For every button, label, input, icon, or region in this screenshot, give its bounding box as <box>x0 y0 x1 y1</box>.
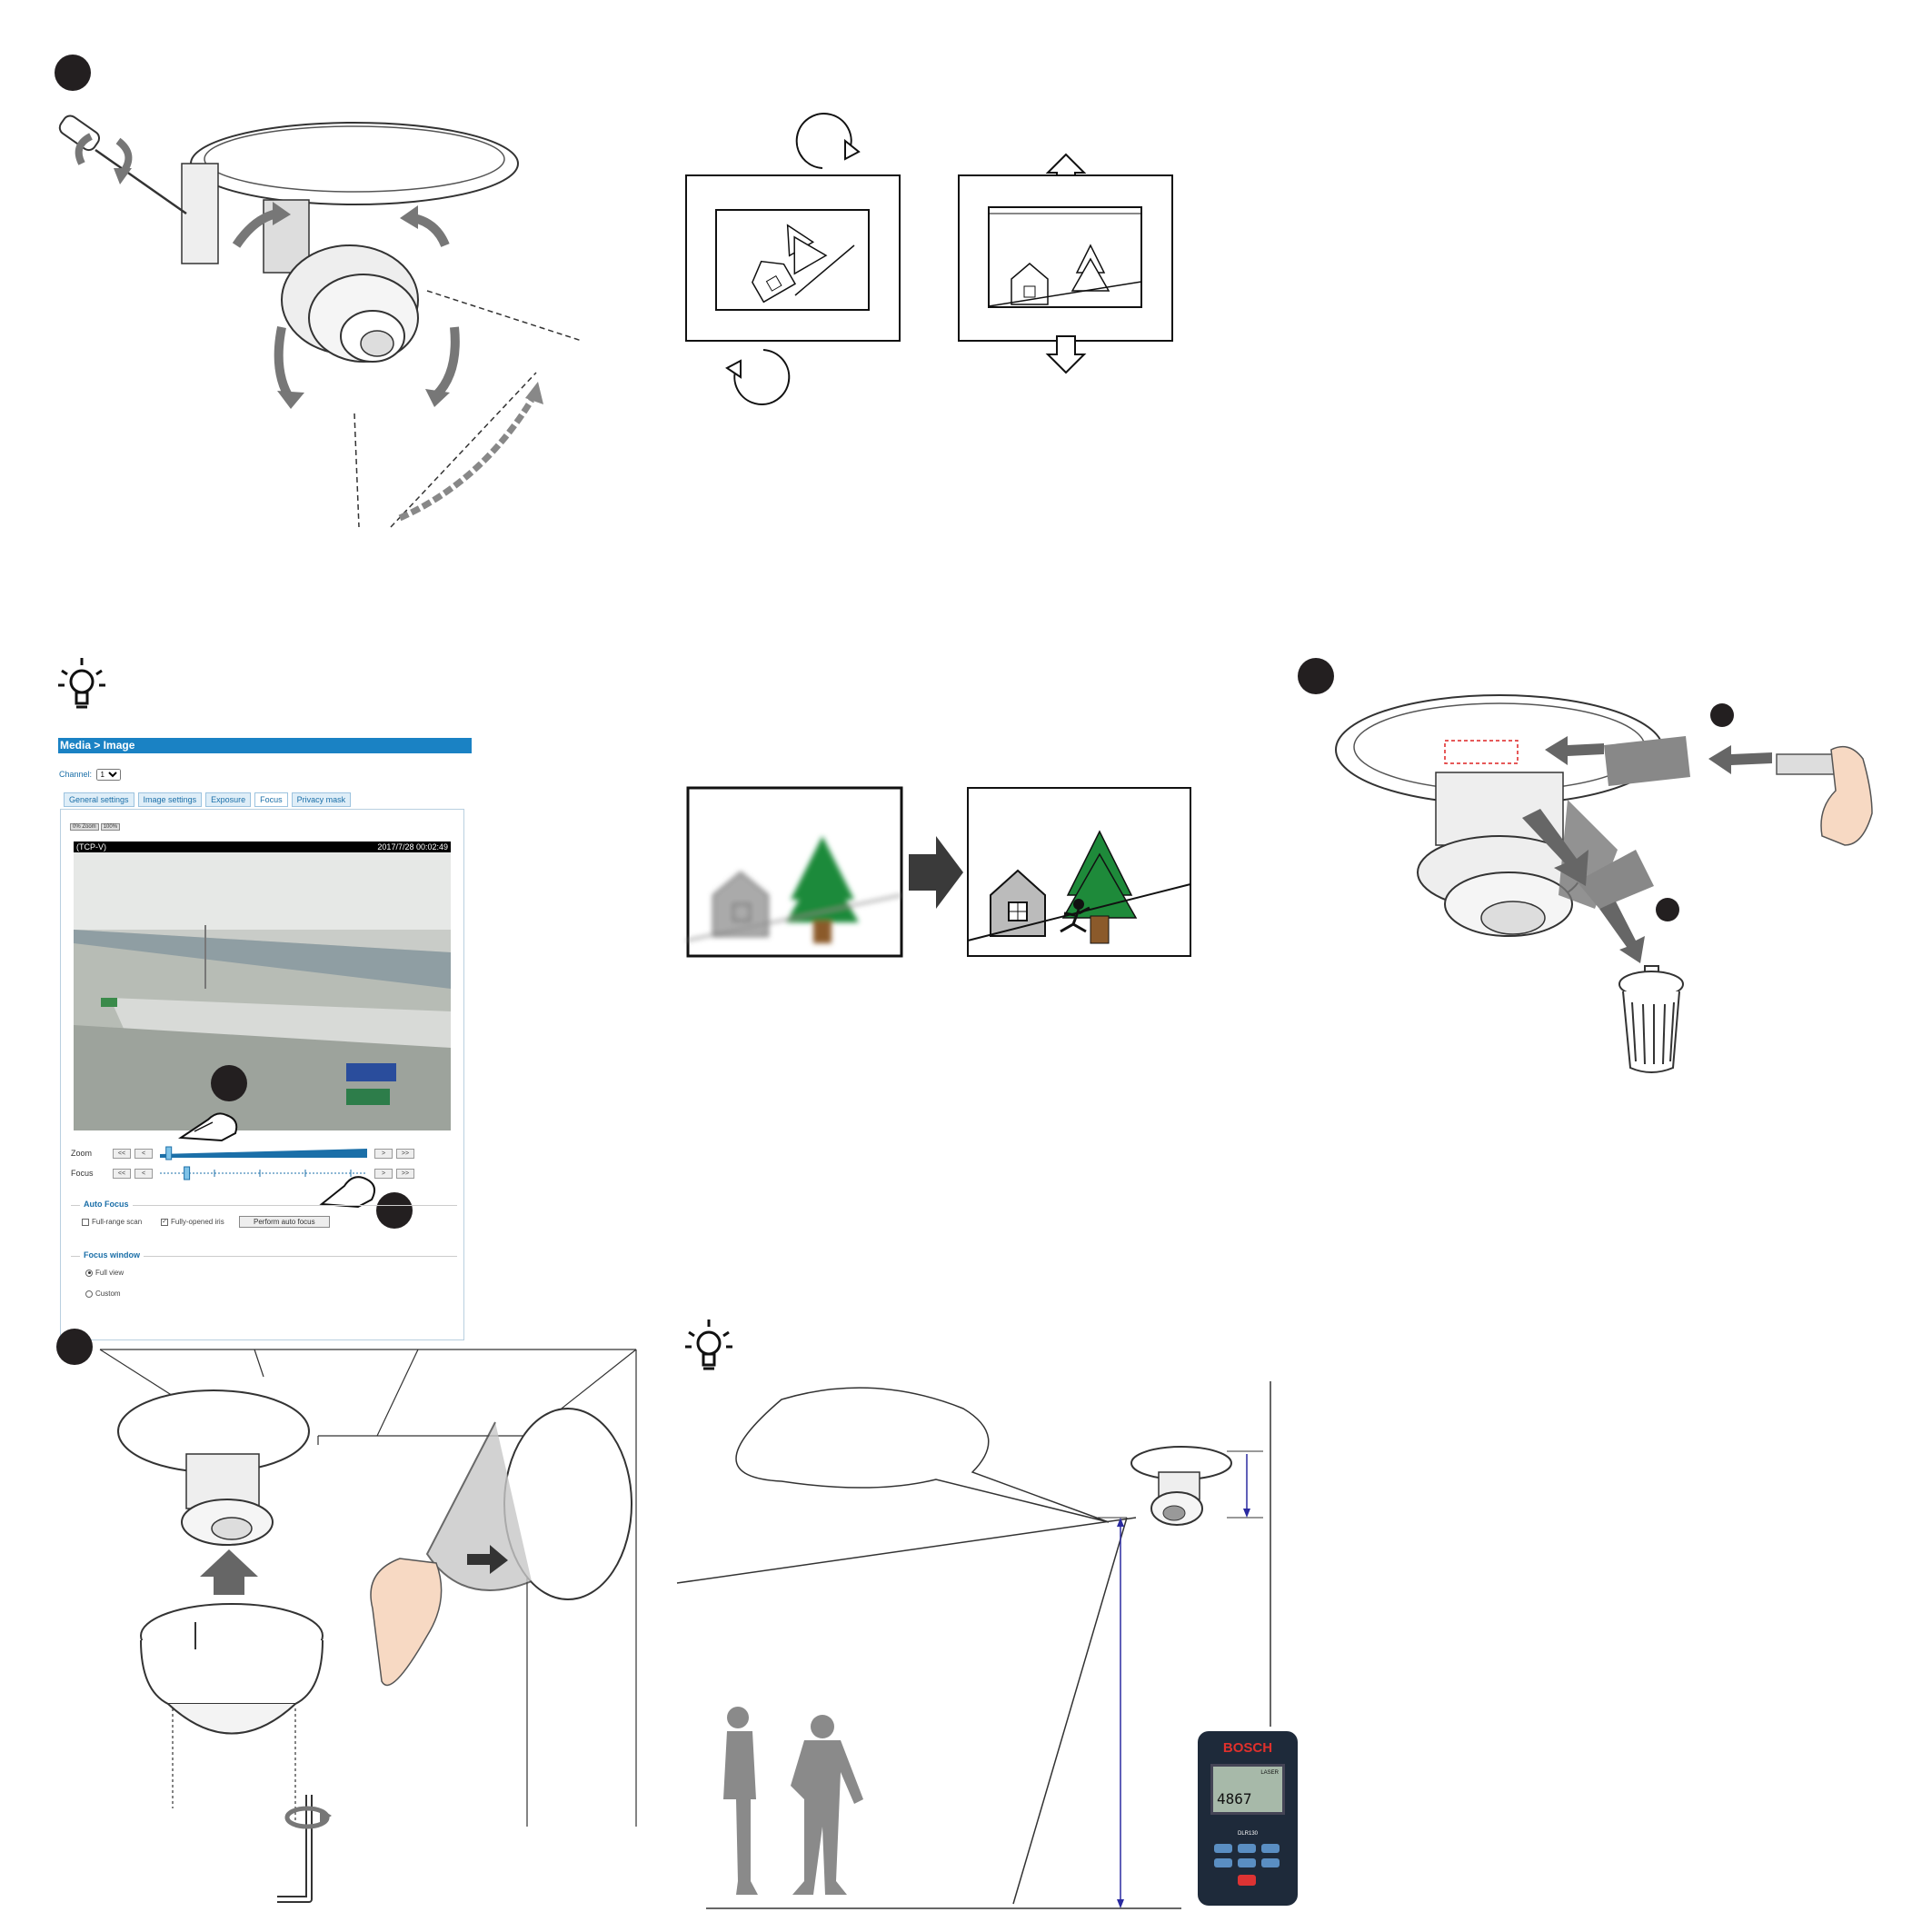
dome-cover-illustration <box>73 1336 654 1917</box>
zoom-far-in-button[interactable]: >> <box>396 1149 414 1159</box>
step-marker-video <box>211 1065 247 1101</box>
video-scene <box>74 852 451 1130</box>
focus-far-near-button[interactable]: << <box>113 1169 131 1179</box>
fully-opened-iris-checkbox[interactable]: ✓ <box>161 1219 168 1226</box>
settings-tabs: General settings Image settings Exposure… <box>64 792 351 807</box>
custom-label: Custom <box>95 1290 121 1298</box>
rangefinder-mode: LASER <box>1260 1770 1279 1776</box>
focus-near-button[interactable]: < <box>134 1169 153 1179</box>
focus-settings-panel: Media > Image Channel: 1 General setting… <box>58 738 472 1342</box>
trash-can-icon <box>1618 966 1686 1075</box>
full-range-scan-checkbox[interactable] <box>82 1219 89 1226</box>
camera-adjustment-illustration <box>0 0 636 545</box>
rangefinder-reading: 4867 <box>1217 1790 1252 1808</box>
full-view-option[interactable]: Full view <box>85 1269 124 1277</box>
zoom-far-out-button[interactable]: << <box>113 1149 131 1159</box>
fully-opened-iris-option[interactable]: ✓ Fully-opened iris <box>161 1218 224 1226</box>
custom-radio[interactable] <box>85 1290 93 1298</box>
flip-view-diagram <box>959 150 1177 377</box>
tip-lightbulb-icon <box>683 1318 734 1374</box>
tip-lightbulb-icon <box>56 656 107 712</box>
full-size-button[interactable]: 100% <box>101 823 120 831</box>
hand-pointer-icon <box>317 1163 381 1209</box>
rangefinder-model: DLR130 <box>1198 1831 1298 1837</box>
hand-pointer-icon <box>176 1097 244 1142</box>
tab-general-settings[interactable]: General settings <box>64 792 134 807</box>
zoom-in-button[interactable]: > <box>374 1149 393 1159</box>
full-view-label: Full view <box>95 1269 124 1277</box>
tab-focus[interactable]: Focus <box>254 792 288 807</box>
film-removal-illustration <box>1327 663 1899 1081</box>
hex-key-icon <box>264 1790 327 1913</box>
custom-option[interactable]: Custom <box>85 1290 121 1298</box>
screwdriver-icon <box>55 114 191 214</box>
full-range-scan-label: Full-range scan <box>92 1218 142 1226</box>
video-status-bar: (TCP-V) 2017/7/28 00:02:49 <box>74 842 451 852</box>
tab-exposure[interactable]: Exposure <box>205 792 251 807</box>
focus-label: Focus <box>71 1169 94 1178</box>
video-timestamp: 2017/7/28 00:02:49 <box>377 842 448 852</box>
fully-opened-iris-label: Fully-opened iris <box>171 1218 224 1226</box>
full-range-scan-option[interactable]: Full-range scan <box>82 1218 142 1226</box>
zoom-out-button[interactable]: < <box>134 1149 153 1159</box>
tab-image-settings[interactable]: Image settings <box>138 792 203 807</box>
tab-privacy-mask[interactable]: Privacy mask <box>292 792 352 807</box>
camera-label: (TCP-V) <box>76 842 106 852</box>
page-title: Media > Image <box>58 738 472 753</box>
full-view-radio[interactable] <box>85 1270 93 1277</box>
rangefinder-brand: BOSCH <box>1198 1740 1298 1756</box>
rangefinder-screen: LASER 4867 <box>1210 1764 1285 1815</box>
auto-focus-title: Auto Focus <box>80 1200 133 1209</box>
rotate-view-diagram <box>686 132 904 386</box>
focus-window-title: Focus window <box>80 1250 144 1260</box>
channel-select[interactable]: 1 <box>96 769 121 781</box>
view-toolbar: 0% Zoom 100% <box>70 823 120 831</box>
channel-label: Channel: <box>59 770 92 779</box>
zoom-label: Zoom <box>71 1149 92 1158</box>
step-marker-focus <box>376 1192 413 1229</box>
channel-selector: Channel: 1 <box>59 769 121 781</box>
laser-rangefinder: BOSCH LASER 4867 DLR130 <box>1198 1731 1298 1906</box>
rangefinder-keypad <box>1210 1842 1285 1897</box>
zoom-slider[interactable] <box>160 1147 367 1160</box>
focus-far-far-button[interactable]: >> <box>396 1169 414 1179</box>
perform-auto-focus-button[interactable]: Perform auto focus <box>239 1216 330 1228</box>
zoom-percent-button[interactable]: 0% Zoom <box>70 823 99 831</box>
live-video-view[interactable]: (TCP-V) 2017/7/28 00:02:49 <box>74 842 451 1130</box>
focus-comparison-diagram <box>686 786 1195 968</box>
